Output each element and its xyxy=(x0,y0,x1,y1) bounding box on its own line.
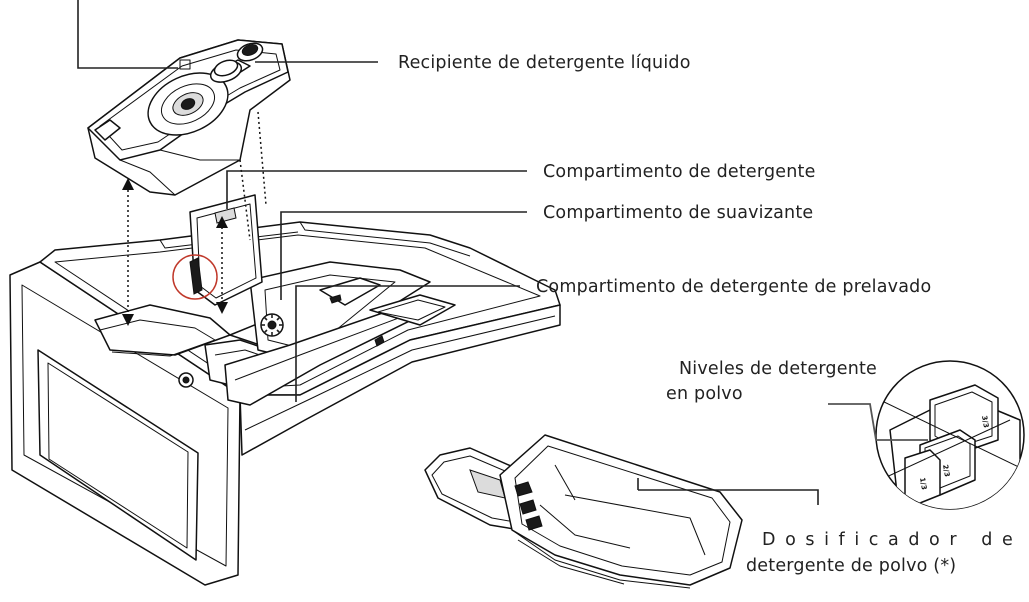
label-softener-compartment: Compartimento de suavizante xyxy=(543,203,813,223)
level-two-thirds-mark: 2/3 xyxy=(941,464,951,478)
drain-icon xyxy=(178,372,194,388)
movement-arrows xyxy=(122,111,267,326)
label-prewash-compartment: Compartimento de detergente de prelavado xyxy=(536,277,931,297)
level-full-mark: 3/3 xyxy=(980,415,990,429)
detergent-flap-illustration xyxy=(189,194,263,306)
siphon-rosette-icon xyxy=(260,313,284,337)
label-powder-levels-line1: Niveles de detergente xyxy=(679,359,877,379)
powder-level-magnifier-illustration: 3/3 2/3 1/3 xyxy=(875,360,1025,510)
label-dispenser-line2: detergente de polvo (*) xyxy=(746,556,956,576)
detergent-drawer-illustration xyxy=(9,221,561,586)
highlight-circle xyxy=(172,254,218,300)
label-powder-levels-line2: en polvo xyxy=(666,384,743,404)
label-dispenser-line1: Dosificador de xyxy=(762,530,1022,550)
liquid-detergent-container-illustration xyxy=(87,39,291,196)
label-detergent-compartment: Compartimento de detergente xyxy=(543,162,816,182)
label-liquid-detergent-container: Recipiente de detergente líquido xyxy=(398,53,691,73)
level-one-third-mark: 1/3 xyxy=(918,477,928,491)
leader-lines xyxy=(77,0,928,505)
powder-measuring-scoop-illustration xyxy=(424,434,743,589)
